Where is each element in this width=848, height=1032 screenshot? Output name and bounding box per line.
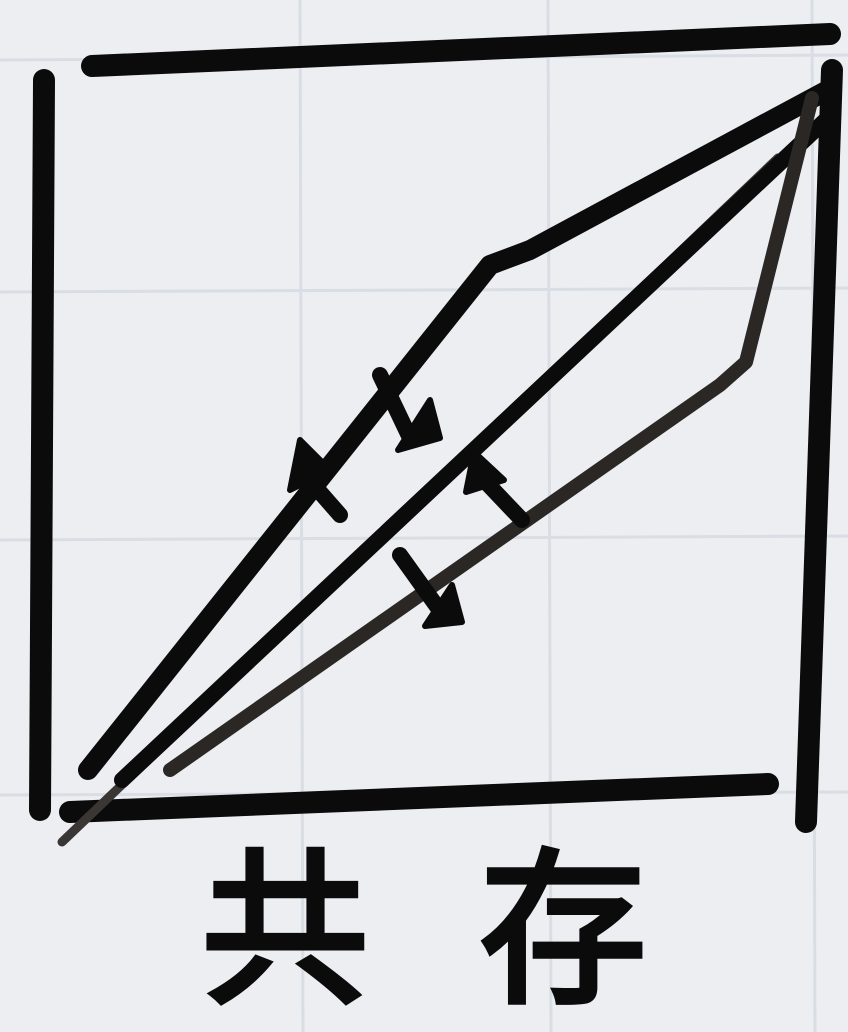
arrow-down-icon	[380, 375, 440, 450]
frame-top-edge	[92, 34, 830, 66]
caption-text: 共存	[0, 835, 848, 1025]
upper-outline	[88, 92, 824, 770]
frame-bottom-edge	[70, 784, 768, 812]
arrow-up-icon	[466, 452, 522, 520]
middle-diagonal	[122, 116, 830, 780]
frame-left-edge	[40, 80, 44, 810]
frame-right-edge	[806, 70, 832, 822]
flow-shapes	[62, 92, 830, 842]
